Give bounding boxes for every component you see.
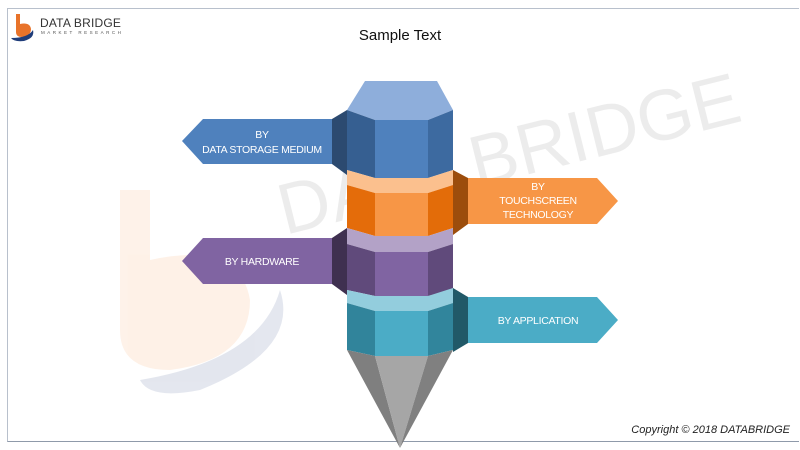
label-touchscreen-3: TECHNOLOGY (503, 209, 574, 221)
segment-data-storage (182, 81, 453, 178)
logo-name: DATA BRIDGE (40, 16, 122, 30)
segment-hardware (182, 228, 453, 296)
copyright: Copyright © 2018 DATABRIDGE (631, 424, 790, 436)
logo-icon (11, 14, 34, 42)
label-touchscreen-1: BY (531, 181, 545, 193)
label-data-storage-1: BY (255, 129, 269, 141)
page-title: Sample Text (358, 27, 442, 44)
label-touchscreen-2: TOUCHSCREEN (499, 195, 577, 207)
watermark-logo (120, 190, 284, 394)
segment-application (347, 288, 618, 356)
pencil-tip (347, 350, 453, 448)
segment-touchscreen (347, 170, 618, 236)
logo-tagline: MARKET RESEARCH (41, 30, 124, 35)
label-hardware: BY HARDWARE (225, 256, 300, 268)
label-application: BY APPLICATION (498, 315, 579, 327)
label-data-storage-2: DATA STORAGE MEDIUM (202, 144, 322, 156)
